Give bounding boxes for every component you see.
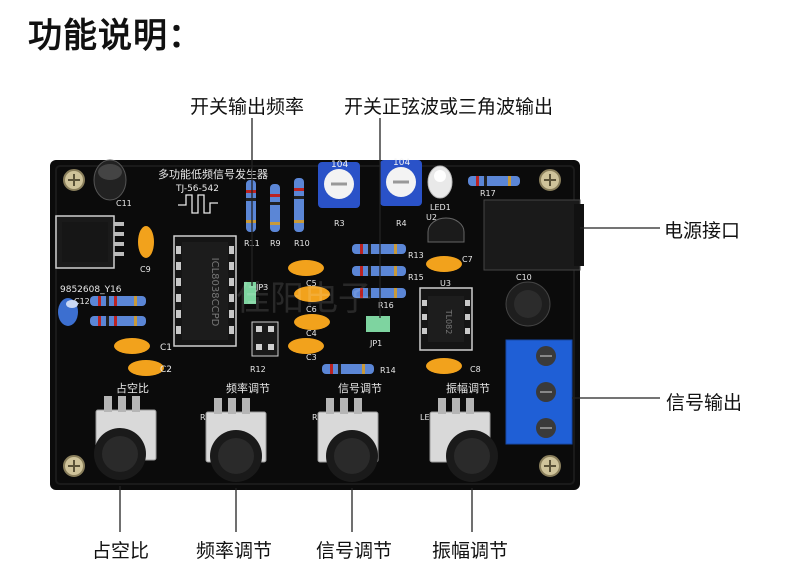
ref-c10: C10 xyxy=(516,273,532,282)
capacitor-c8 xyxy=(426,358,462,374)
ref-c4: C4 xyxy=(306,329,317,338)
capacitor-c9 xyxy=(138,226,154,258)
ref-c5: C5 xyxy=(306,279,317,288)
ref-u2: U2 xyxy=(426,213,437,222)
ref-led1: LED1 xyxy=(430,203,451,212)
chip-label-u1: ICL8038CCPD xyxy=(209,258,220,327)
chip-left xyxy=(55,215,124,269)
ref-r15: R15 xyxy=(408,273,424,282)
callout-switch-frequency: 开关输出频率 xyxy=(190,96,305,118)
power-jack xyxy=(483,199,584,271)
ref-r6: R5 xyxy=(312,413,323,422)
chip-marking: 9852608_Y16 xyxy=(60,285,122,295)
callout-power-jack: 电源接口 xyxy=(664,220,741,242)
knob-label-signal: 信号调节 xyxy=(338,382,382,395)
ref-c11: C11 xyxy=(116,199,132,208)
chip-icl8038 xyxy=(173,235,237,347)
ref-r9: R9 xyxy=(270,239,281,248)
resistors-vertical xyxy=(246,178,304,232)
ref-r4: R6 xyxy=(200,413,211,422)
capacitor-c10 xyxy=(505,281,551,327)
resistors xyxy=(90,296,146,326)
board-model: TJ-56-542 xyxy=(175,184,219,194)
ref-c9: C9 xyxy=(140,265,151,274)
leader-lines xyxy=(119,118,660,532)
output-terminal xyxy=(505,339,573,445)
trimmer-code-r3: 104 xyxy=(393,158,410,168)
ref-r3: R4 xyxy=(396,219,407,228)
ref-jp1: JP1 xyxy=(369,339,382,348)
knob-label-amplitude: 振幅调节 xyxy=(446,381,490,395)
ref-r12: R12 xyxy=(250,365,266,374)
ref-c12: C12 xyxy=(74,297,90,306)
capacitor-c11 xyxy=(93,159,127,201)
potentiometer-amplitude xyxy=(429,398,498,482)
trimmer-code-r2: 104 xyxy=(331,160,348,170)
ref-r16: R16 xyxy=(378,301,394,310)
jumper-jp1 xyxy=(366,316,390,332)
resistor-r17 xyxy=(468,176,520,186)
capacitors-left xyxy=(114,338,164,376)
board-title: 多功能低频信号发生器 xyxy=(158,167,268,181)
callout-switch-waveform: 开关正弦波或三角波输出 xyxy=(344,96,554,118)
capacitors-center xyxy=(288,260,330,354)
capacitor-c7 xyxy=(426,256,462,272)
mounting-screw-icons xyxy=(63,169,561,477)
jumper-jp2 xyxy=(244,282,279,357)
ref-r17: R17 xyxy=(480,189,496,198)
callout-signal-adjust: 信号调节 xyxy=(316,540,393,562)
knob-label-frequency: 频率调节 xyxy=(226,381,270,395)
potentiometer-signal xyxy=(317,398,379,482)
callout-amplitude-adjust: 振幅调节 xyxy=(432,540,509,562)
resistor-r14 xyxy=(322,364,374,374)
resistors-middle xyxy=(352,244,406,298)
ref-r13: R13 xyxy=(408,251,424,260)
callout-signal-output: 信号输出 xyxy=(666,392,743,414)
ref-c6: C6 xyxy=(306,305,317,314)
regulator-u2 xyxy=(427,217,465,243)
chip-tl082 xyxy=(419,287,473,351)
chip-label-u3: TL082 xyxy=(444,309,453,335)
trimmer-r2 xyxy=(318,162,360,208)
watermark: 佳阳电子 xyxy=(236,279,372,319)
callout-frequency-adjust: 频率调节 xyxy=(196,540,273,562)
led-icon xyxy=(427,165,453,199)
page-title: 功能说明： xyxy=(28,16,203,56)
capacitor-blue xyxy=(58,298,78,326)
ref-jp2: JP3 xyxy=(255,283,268,292)
ref-u3: U3 xyxy=(440,279,451,288)
ref-c8: C8 xyxy=(470,365,481,374)
knob-label-duty: 占空比 xyxy=(116,381,149,395)
ref-c2: C2 xyxy=(160,365,172,375)
waveform-logo-icon xyxy=(178,194,218,214)
ref-r10: R10 xyxy=(294,239,310,248)
ref-r14: R14 xyxy=(380,366,396,375)
trimmer-r3 xyxy=(380,160,422,206)
potentiometer-duty xyxy=(94,396,157,480)
callout-duty-cycle: 占空比 xyxy=(92,540,150,562)
ref-c7: C7 xyxy=(462,255,473,264)
ref-c3: C3 xyxy=(306,353,317,362)
ref-r2: R3 xyxy=(334,219,345,228)
ref-c1: C1 xyxy=(160,343,172,353)
potentiometer-frequency xyxy=(205,398,267,482)
